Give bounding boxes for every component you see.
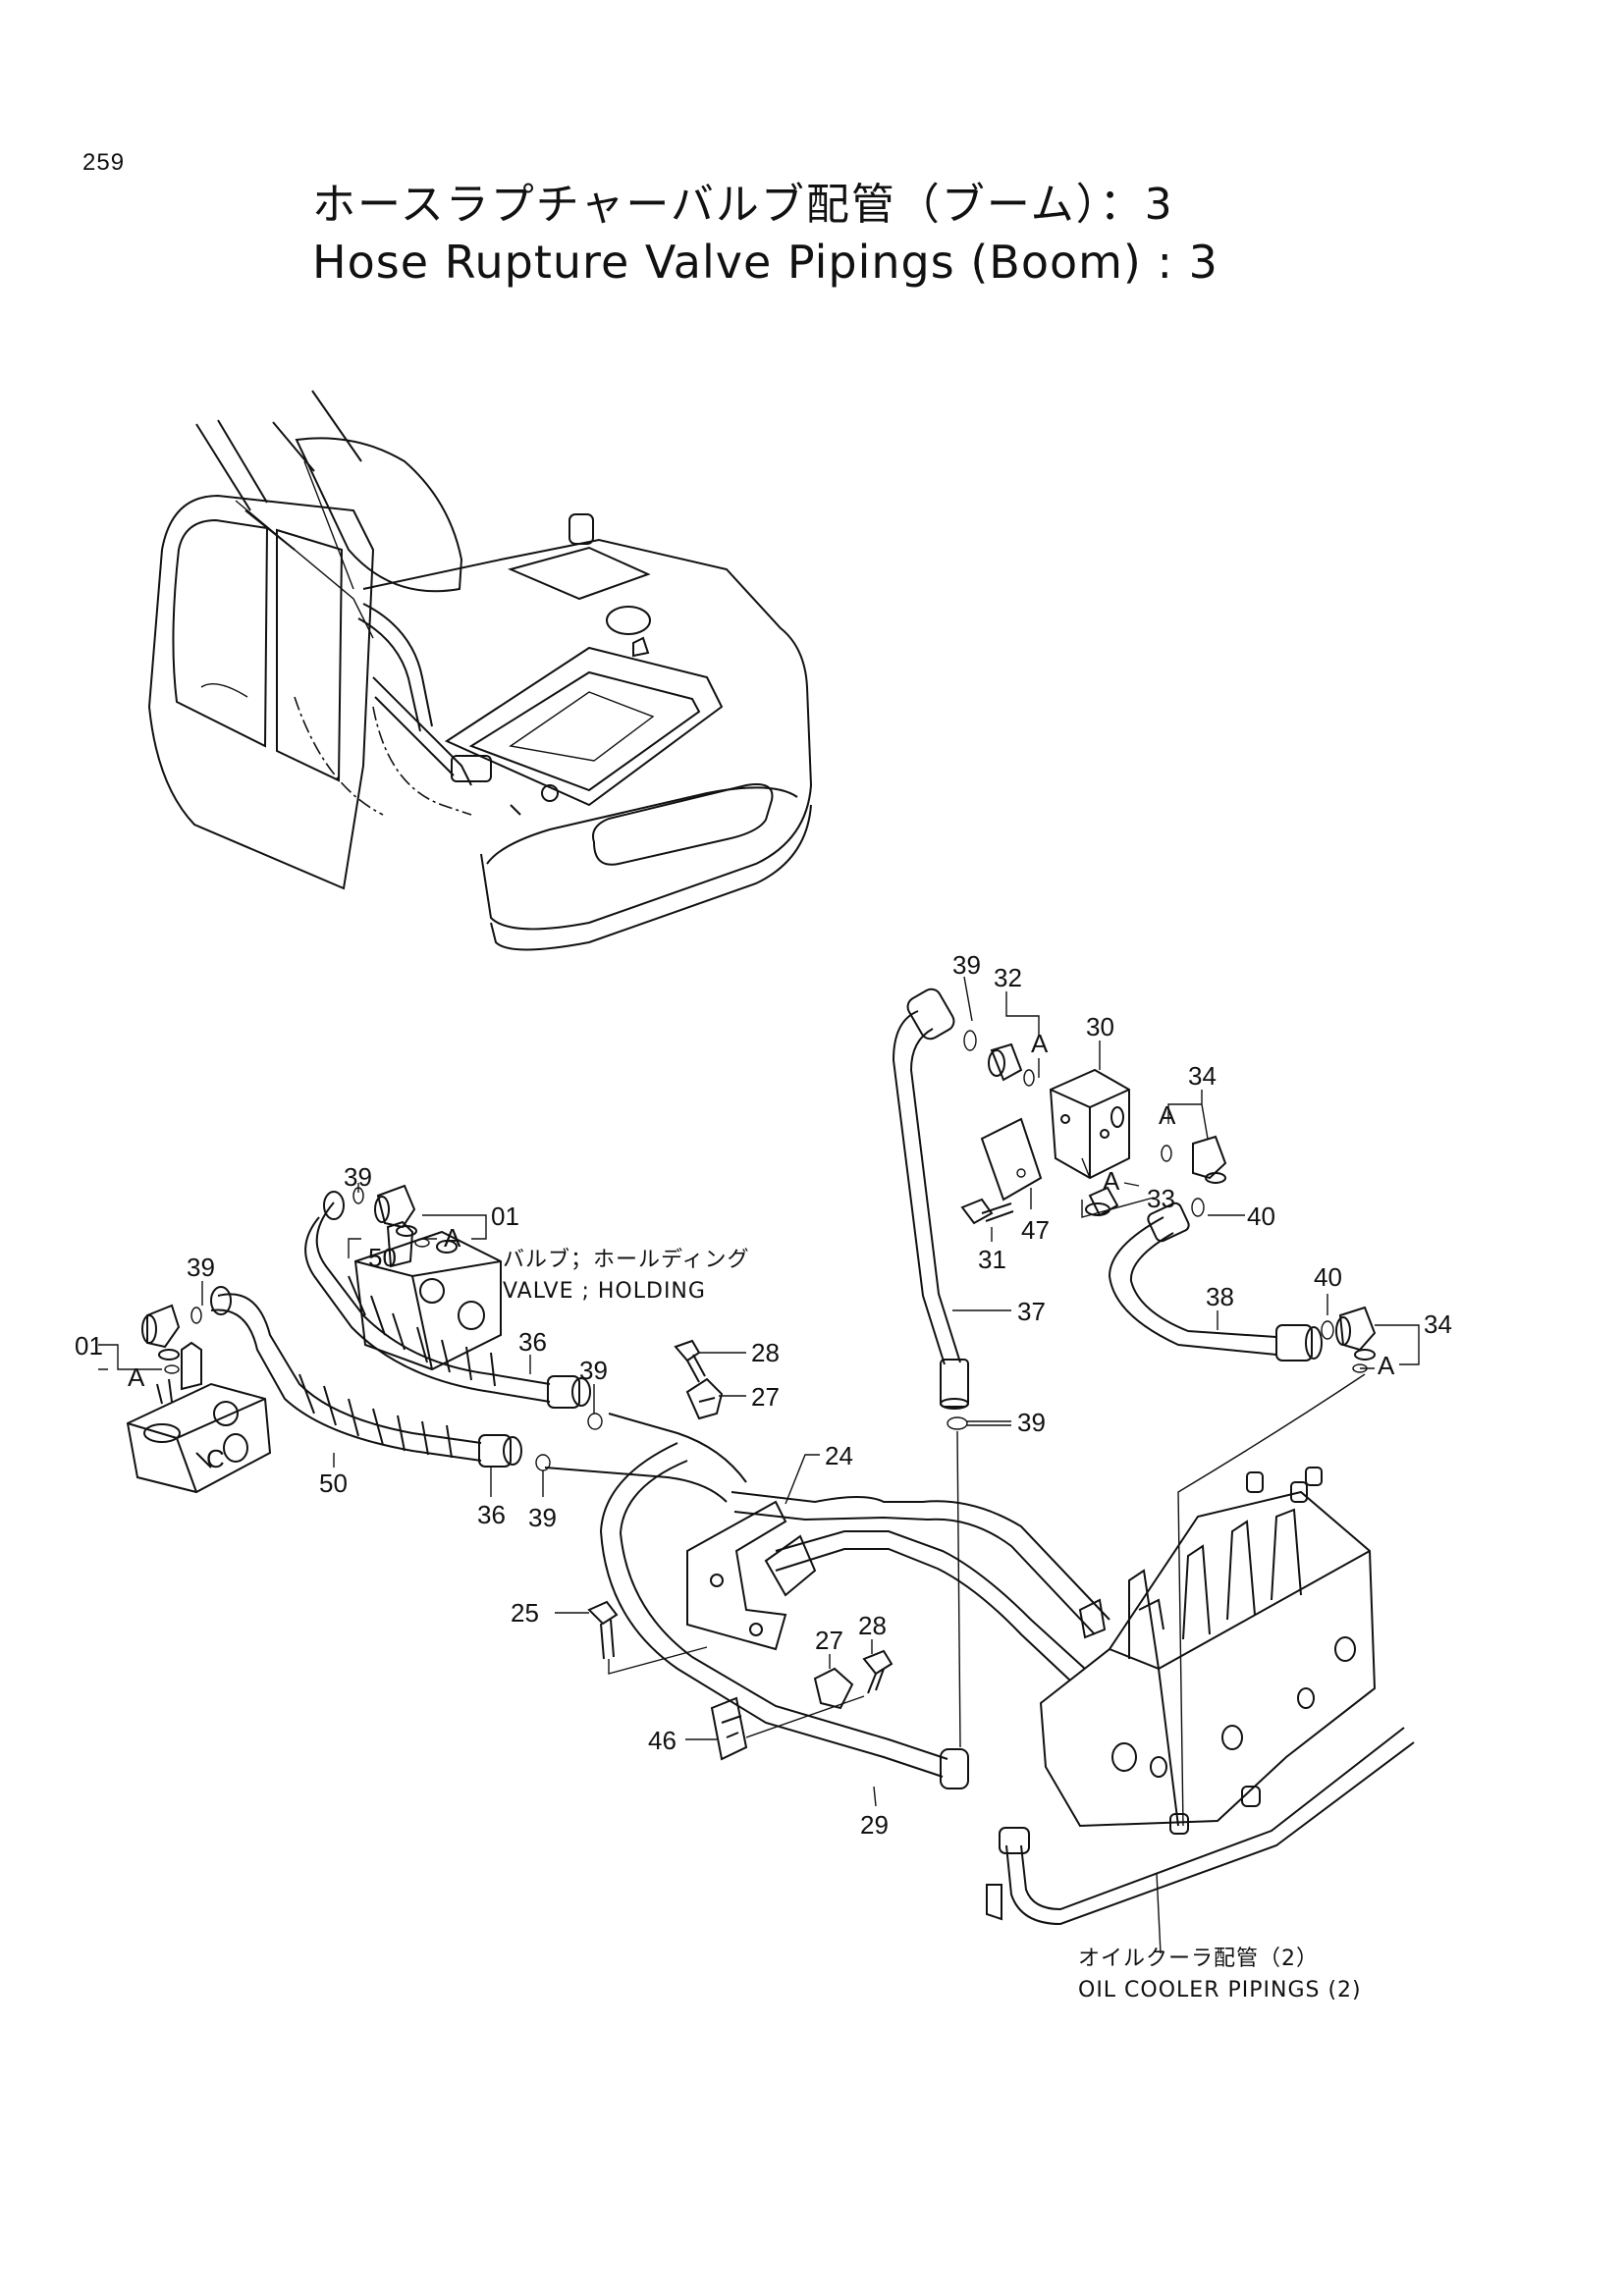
o-ring-39-mid bbox=[587, 1413, 603, 1430]
hose-37 bbox=[892, 988, 969, 1410]
callout-40-top: 40 bbox=[1247, 1201, 1275, 1231]
callout-50-bottom: 50 bbox=[319, 1468, 348, 1498]
callout-39-bottom: 39 bbox=[528, 1503, 557, 1532]
page-title-japanese: ホースラプチャーバルブ配管（ブーム）：3 bbox=[312, 180, 1174, 230]
bracket-24 bbox=[686, 1500, 817, 1651]
o-ring-39-hose bbox=[947, 1416, 968, 1430]
elbow-fitting-01-top bbox=[374, 1184, 430, 1248]
callout-40-right: 40 bbox=[1314, 1262, 1342, 1292]
detail-marker-a-01-left: A bbox=[128, 1362, 145, 1392]
elbow-fitting-34-right bbox=[1335, 1306, 1377, 1373]
holding-valve-left: C bbox=[126, 1341, 272, 1494]
bolt-28-bottom bbox=[745, 1649, 893, 1738]
tube-upper bbox=[608, 1413, 747, 1483]
pipe-29 bbox=[599, 1442, 969, 1789]
callout-01-top: 01 bbox=[491, 1201, 519, 1231]
callout-36-bottom: 36 bbox=[477, 1500, 506, 1529]
hose-38 bbox=[1108, 1201, 1323, 1362]
valve-port-letter-left: C bbox=[206, 1444, 225, 1473]
label-valve-holding-en: VALVE ; HOLDING bbox=[503, 1279, 706, 1304]
callout-28-top: 28 bbox=[751, 1338, 780, 1367]
hose-50-36-lower bbox=[210, 1286, 522, 1468]
callout-39-mid: 39 bbox=[579, 1356, 608, 1385]
control-valve-assembly bbox=[1039, 1467, 1377, 1835]
callout-47: 47 bbox=[1021, 1215, 1050, 1245]
callout-leaders bbox=[98, 976, 1420, 1807]
callout-34-right: 34 bbox=[1424, 1309, 1452, 1339]
callout-50-top: 50 bbox=[368, 1243, 397, 1272]
callout-27-bottom: 27 bbox=[815, 1626, 843, 1655]
callout-27-top: 27 bbox=[751, 1382, 780, 1412]
callout-39-top-right: 39 bbox=[952, 950, 981, 980]
callout-29: 29 bbox=[860, 1810, 889, 1840]
detail-marker-a-34-top: A bbox=[1159, 1100, 1176, 1130]
page-title-english: Hose Rupture Valve Pipings (Boom) : 3 bbox=[312, 236, 1218, 289]
callout-32: 32 bbox=[994, 963, 1022, 992]
hose-50-36-upper bbox=[304, 1191, 591, 1409]
page-number: 259 bbox=[82, 149, 126, 176]
bolt-31 bbox=[960, 1198, 1014, 1225]
callout-39-left: 39 bbox=[187, 1253, 215, 1282]
holding-valve-center bbox=[353, 1220, 502, 1371]
label-oil-cooler-en: OIL COOLER PIPINGS (2) bbox=[1078, 1978, 1362, 2002]
label-valve-holding-jp: バルブ；ホールディング bbox=[503, 1248, 749, 1272]
detail-marker-a-32: A bbox=[1031, 1029, 1049, 1058]
callout-38: 38 bbox=[1206, 1282, 1234, 1311]
main-pipes-to-control-valve bbox=[731, 1491, 1110, 1682]
elbow-fitting-01-left bbox=[141, 1304, 181, 1374]
oil-cooler-piping bbox=[986, 1727, 1415, 1954]
o-ring-39-left bbox=[190, 1307, 202, 1324]
detail-marker-a-34-right: A bbox=[1378, 1351, 1395, 1380]
o-ring-39-top-right bbox=[963, 1030, 977, 1051]
o-ring-40-right bbox=[1321, 1320, 1334, 1340]
plate-47 bbox=[980, 1117, 1043, 1201]
elbow-fitting-34-top bbox=[1161, 1135, 1227, 1184]
callout-30: 30 bbox=[1086, 1012, 1114, 1041]
clamp-27-bottom bbox=[813, 1667, 854, 1710]
excavator-overview-illustration bbox=[147, 390, 813, 951]
label-oil-cooler-jp: オイルクーラ配管（2） bbox=[1078, 1947, 1319, 1971]
callout-39-top-left: 39 bbox=[344, 1162, 372, 1192]
bolt-25 bbox=[587, 1600, 708, 1675]
callout-46: 46 bbox=[648, 1726, 677, 1755]
callout-37: 37 bbox=[1017, 1297, 1046, 1326]
o-ring-40-top bbox=[1191, 1198, 1205, 1217]
callout-28-bottom: 28 bbox=[858, 1611, 887, 1640]
connection-line-34-to-valve bbox=[1177, 1373, 1366, 1827]
callout-39-valve: 39 bbox=[1017, 1408, 1046, 1437]
callout-33: 33 bbox=[1147, 1184, 1175, 1213]
clamp-27-top bbox=[685, 1377, 724, 1420]
callout-01-left: 01 bbox=[75, 1331, 103, 1361]
hose-37-connection-line bbox=[956, 1430, 961, 1748]
clamp-46 bbox=[710, 1696, 748, 1761]
callout-31: 31 bbox=[978, 1245, 1006, 1274]
detail-marker-a-33: A bbox=[1103, 1166, 1120, 1196]
callout-25: 25 bbox=[511, 1598, 539, 1628]
callout-24: 24 bbox=[825, 1441, 853, 1470]
o-ring-39-bottom bbox=[535, 1454, 551, 1471]
hose-rupture-valve-30 bbox=[1049, 1068, 1130, 1180]
tube-lower bbox=[544, 1467, 728, 1503]
bolt-28-top bbox=[674, 1339, 706, 1383]
callout-34-top: 34 bbox=[1188, 1061, 1217, 1091]
fitting-32 bbox=[988, 1042, 1035, 1087]
callout-36-top: 36 bbox=[518, 1327, 547, 1357]
detail-marker-a-01-top: A bbox=[444, 1223, 461, 1253]
